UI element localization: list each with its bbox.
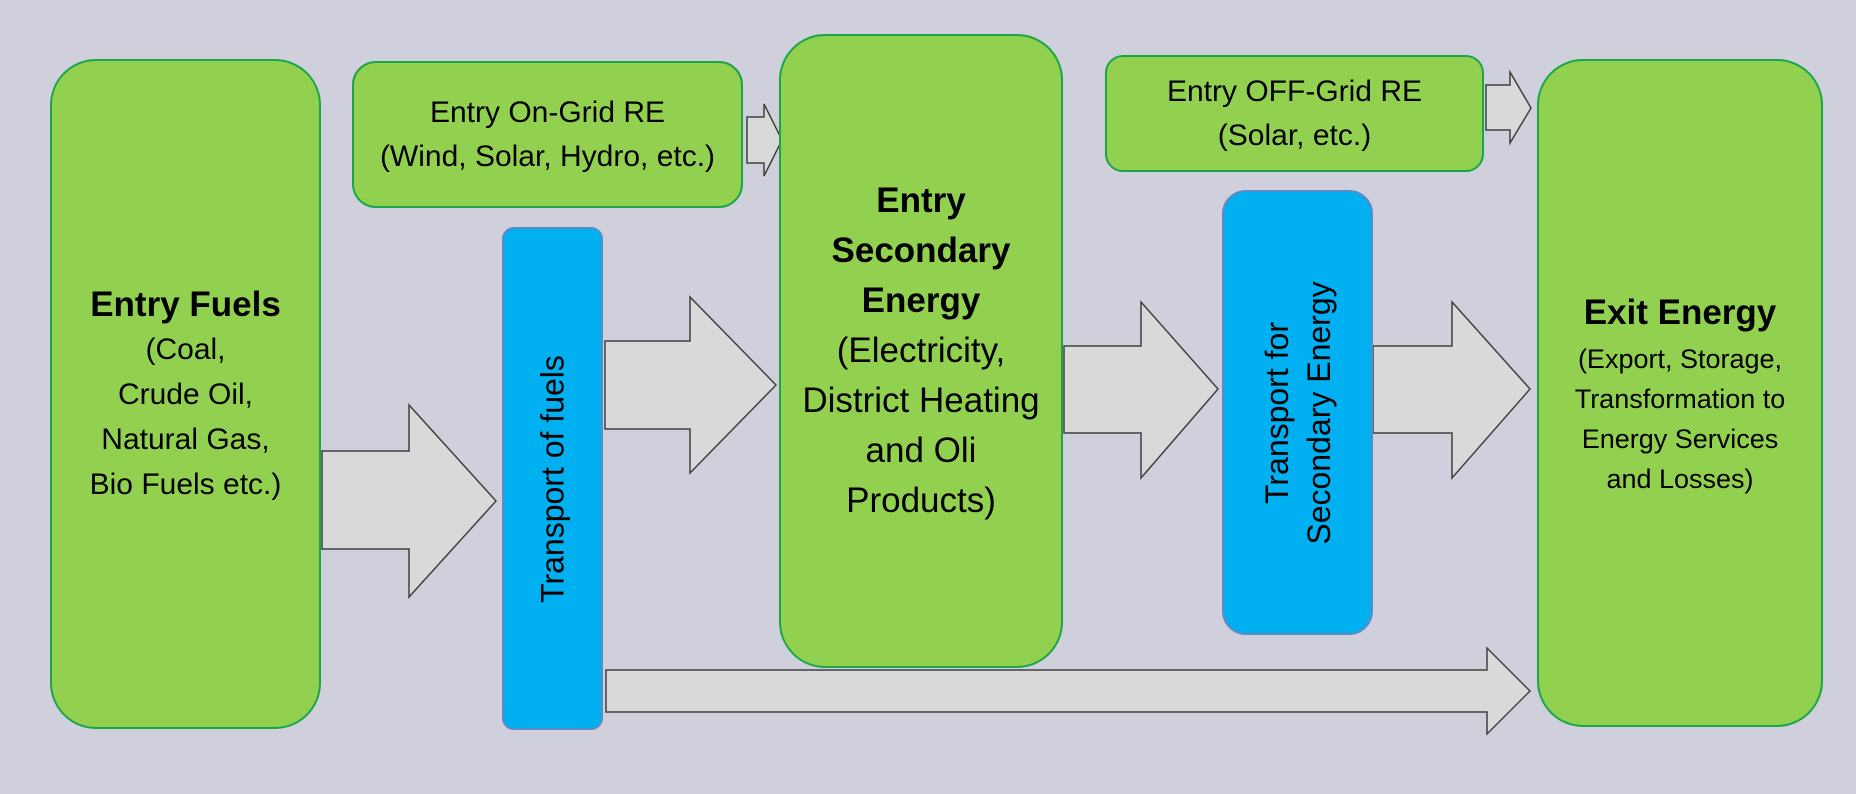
entry-secondary-box: Entry Secondary Energy (Electricity, Dis… [779,34,1063,668]
entry-fuels-line-4: Bio Fuels etc.) [89,467,282,501]
exit-energy-title: Exit Energy [1583,293,1777,332]
entry-off-grid-box: Entry OFF-Grid RE (Solar, etc.) [1105,55,1484,172]
entry-secondary-title-3: Energy [861,281,981,320]
entry-secondary-line-4: Products) [846,481,996,520]
entry-fuels-box: Entry Fuels (Coal, Crude Oil, Natural Ga… [50,59,321,729]
entry-off-grid-line-1: Entry OFF-Grid RE [1166,74,1422,108]
transport-secondary-label: Transport for Secondary Energy [1256,281,1340,544]
arrow-transport-fuels-to-exit [605,646,1532,736]
transport-secondary-box: Transport for Secondary Energy [1222,190,1373,635]
transport-fuels-label: Transport of fuels [534,354,570,603]
entry-on-grid-line-1: Entry On-Grid RE [429,95,666,129]
entry-secondary-title-1: Entry [876,181,966,220]
transport-secondary-line-2: Secondary Energy [1300,280,1337,545]
arrow-transport-secondary-to-exit [1372,300,1532,480]
arrow-offgrid-to-exit [1485,69,1532,146]
entry-off-grid-line-2: (Solar, etc.) [1217,118,1372,152]
exit-energy-box: Exit Energy (Export, Storage, Transforma… [1537,59,1823,727]
exit-energy-line-1: (Export, Storage, [1577,344,1783,374]
entry-fuels-title: Entry Fuels [90,284,281,324]
entry-fuels-line-2: Crude Oil, [117,377,254,411]
exit-energy-line-4: and Losses) [1606,464,1754,494]
entry-secondary-title-2: Secondary [831,231,1011,270]
arrow-transport-to-secondary [604,295,778,475]
arrow-fuels-to-transport [321,403,498,599]
entry-secondary-line-1: (Electricity, [836,331,1006,370]
transport-fuels-box: Transport of fuels [502,227,603,730]
arrow-onrid-to-secondary [746,103,783,177]
entry-on-grid-box: Entry On-Grid RE (Wind, Solar, Hydro, et… [352,61,743,208]
transport-secondary-line-1: Transport for [1258,321,1295,504]
entry-on-grid-line-2: (Wind, Solar, Hydro, etc.) [379,139,716,173]
entry-fuels-line-3: Natural Gas, [101,422,270,456]
arrow-secondary-to-transport [1063,300,1219,481]
exit-energy-line-3: Energy Services [1581,424,1779,454]
entry-secondary-line-3: and Oli [865,431,977,470]
exit-energy-line-2: Transformation to [1574,384,1786,414]
entry-fuels-line-1: (Coal, [145,332,226,366]
entry-secondary-line-2: District Heating [802,381,1040,420]
